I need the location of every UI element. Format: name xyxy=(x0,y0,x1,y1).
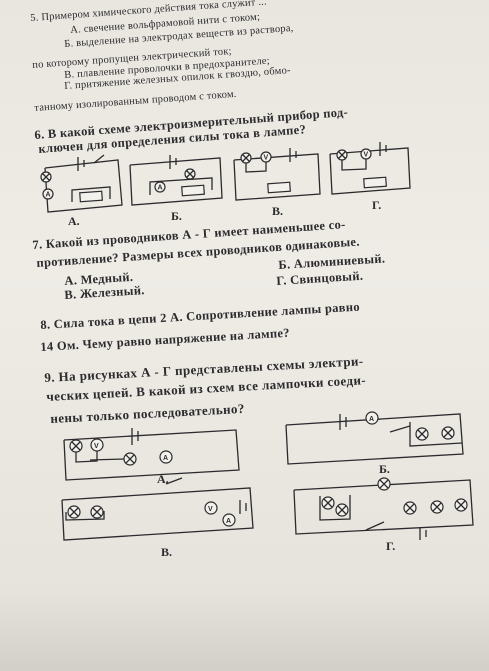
q6-a-meter-letter: A xyxy=(46,192,51,199)
q6-d-meter-letter: V xyxy=(364,152,369,159)
q6-label-b: Б. xyxy=(171,209,182,223)
q9-c-meter-2-letter: A xyxy=(226,518,231,525)
q6-a-resistor-icon xyxy=(79,190,103,203)
q9-circuit-b: A xyxy=(285,411,464,465)
q9-c-ammeter-icon xyxy=(222,513,236,527)
q9-label-a: А. xyxy=(157,472,169,486)
q9-c-voltmeter-icon xyxy=(204,501,218,515)
q6-c-resistor-icon xyxy=(267,181,291,194)
q9-a-meter-2-letter: A xyxy=(163,455,168,462)
q6-circuit-c: V xyxy=(233,148,321,201)
q6-circuit-a: A xyxy=(40,154,123,213)
q9-b-meter-letter: A xyxy=(369,416,374,423)
q9-label-b: Б. xyxy=(379,462,390,476)
q6-a-ammeter-icon xyxy=(42,188,54,200)
q9-circuit-c: V A xyxy=(61,477,254,541)
page-shadow xyxy=(0,590,489,671)
q6-d-resistor-icon xyxy=(363,176,387,189)
q9-label-d: Г. xyxy=(386,539,396,553)
q9-circuit-a: V A xyxy=(63,428,240,481)
q9-a-ammeter-icon xyxy=(159,450,173,464)
q6-circuit-b: A xyxy=(129,155,223,206)
q6-label-d: Г. xyxy=(372,198,382,212)
q6-b-meter-letter: A xyxy=(158,185,163,192)
q6-b-resistor-icon xyxy=(181,184,205,197)
q6-label-c: В. xyxy=(272,204,284,218)
q9-a-meter-1-letter: V xyxy=(94,443,99,450)
q9-circuit-d xyxy=(293,477,474,540)
q9-b-ammeter-icon xyxy=(365,411,379,425)
q9-c-meter-1-letter: V xyxy=(208,506,213,513)
q6-label-a: А. xyxy=(68,214,80,228)
q6-circuit-d: V xyxy=(329,142,411,195)
q9-label-c: В. xyxy=(161,545,173,559)
q6-c-meter-letter: V xyxy=(264,155,269,162)
